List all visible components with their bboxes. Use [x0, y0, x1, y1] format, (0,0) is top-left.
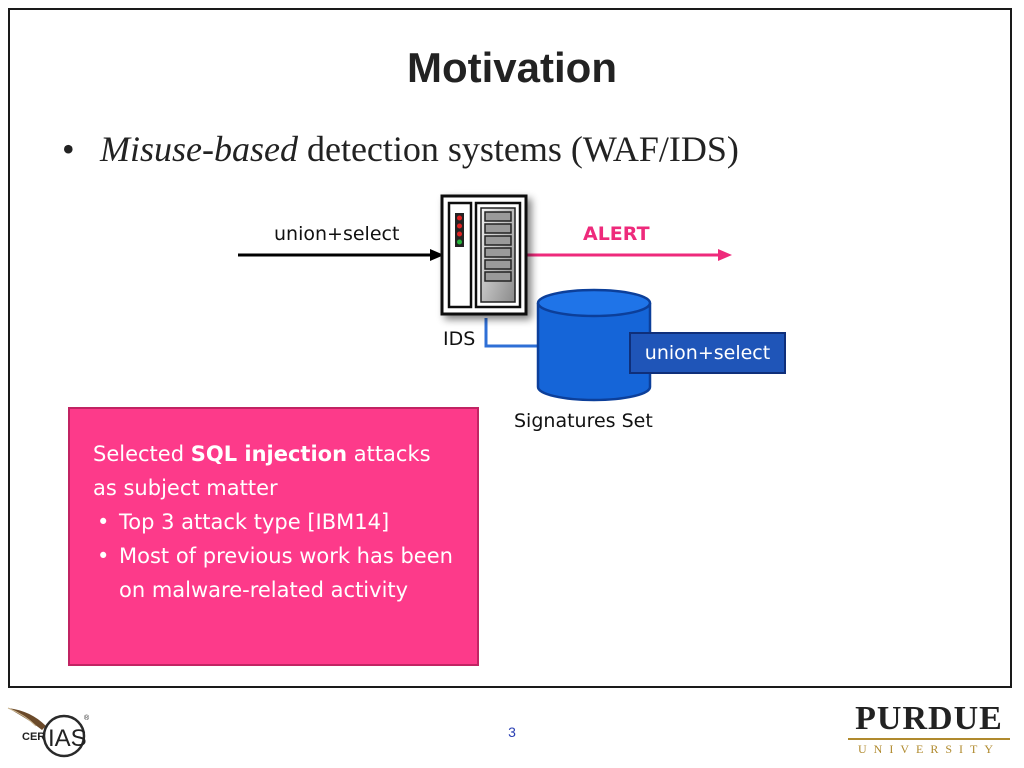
signature-entry: union+select [629, 332, 786, 374]
signatures-label: Signatures Set [514, 410, 653, 432]
page-number: 3 [508, 724, 516, 740]
svg-text:CER: CER [22, 731, 45, 743]
bullet-italic-text: Misuse-based [100, 129, 298, 169]
cerias-logo: CER IAS ® [7, 707, 90, 758]
purdue-wordmark: PURDUE [855, 700, 1003, 737]
svg-text:IAS: IAS [48, 725, 87, 752]
input-label: union+select [274, 223, 400, 245]
callout-intro: Selected SQL injection attacks as subjec… [93, 442, 431, 500]
callout-bold-term: SQL injection [190, 442, 348, 466]
sql-injection-callout: Selected SQL injection attacks as subjec… [68, 407, 479, 666]
callout-list: Top 3 attack type [IBM14] Most of previo… [93, 505, 457, 607]
purdue-rule [848, 738, 1010, 740]
purdue-university-text: UNIVERSITY [858, 742, 1000, 756]
slide-title: Motivation [407, 44, 617, 91]
callout-item: Most of previous work has been on malwar… [93, 539, 457, 607]
main-bullet: • Misuse-based detection systems (WAF/IDS… [62, 128, 739, 170]
svg-text:®: ® [84, 714, 90, 722]
bullet-dot: • [62, 129, 75, 169]
ids-label: IDS [443, 328, 476, 350]
callout-item: Top 3 attack type [IBM14] [93, 505, 457, 539]
alert-label: ALERT [583, 223, 650, 245]
purdue-logo: PURDUE UNIVERSITY [844, 700, 1014, 762]
slide-frame [8, 8, 1012, 688]
bullet-text: detection systems (WAF/IDS) [297, 129, 739, 169]
